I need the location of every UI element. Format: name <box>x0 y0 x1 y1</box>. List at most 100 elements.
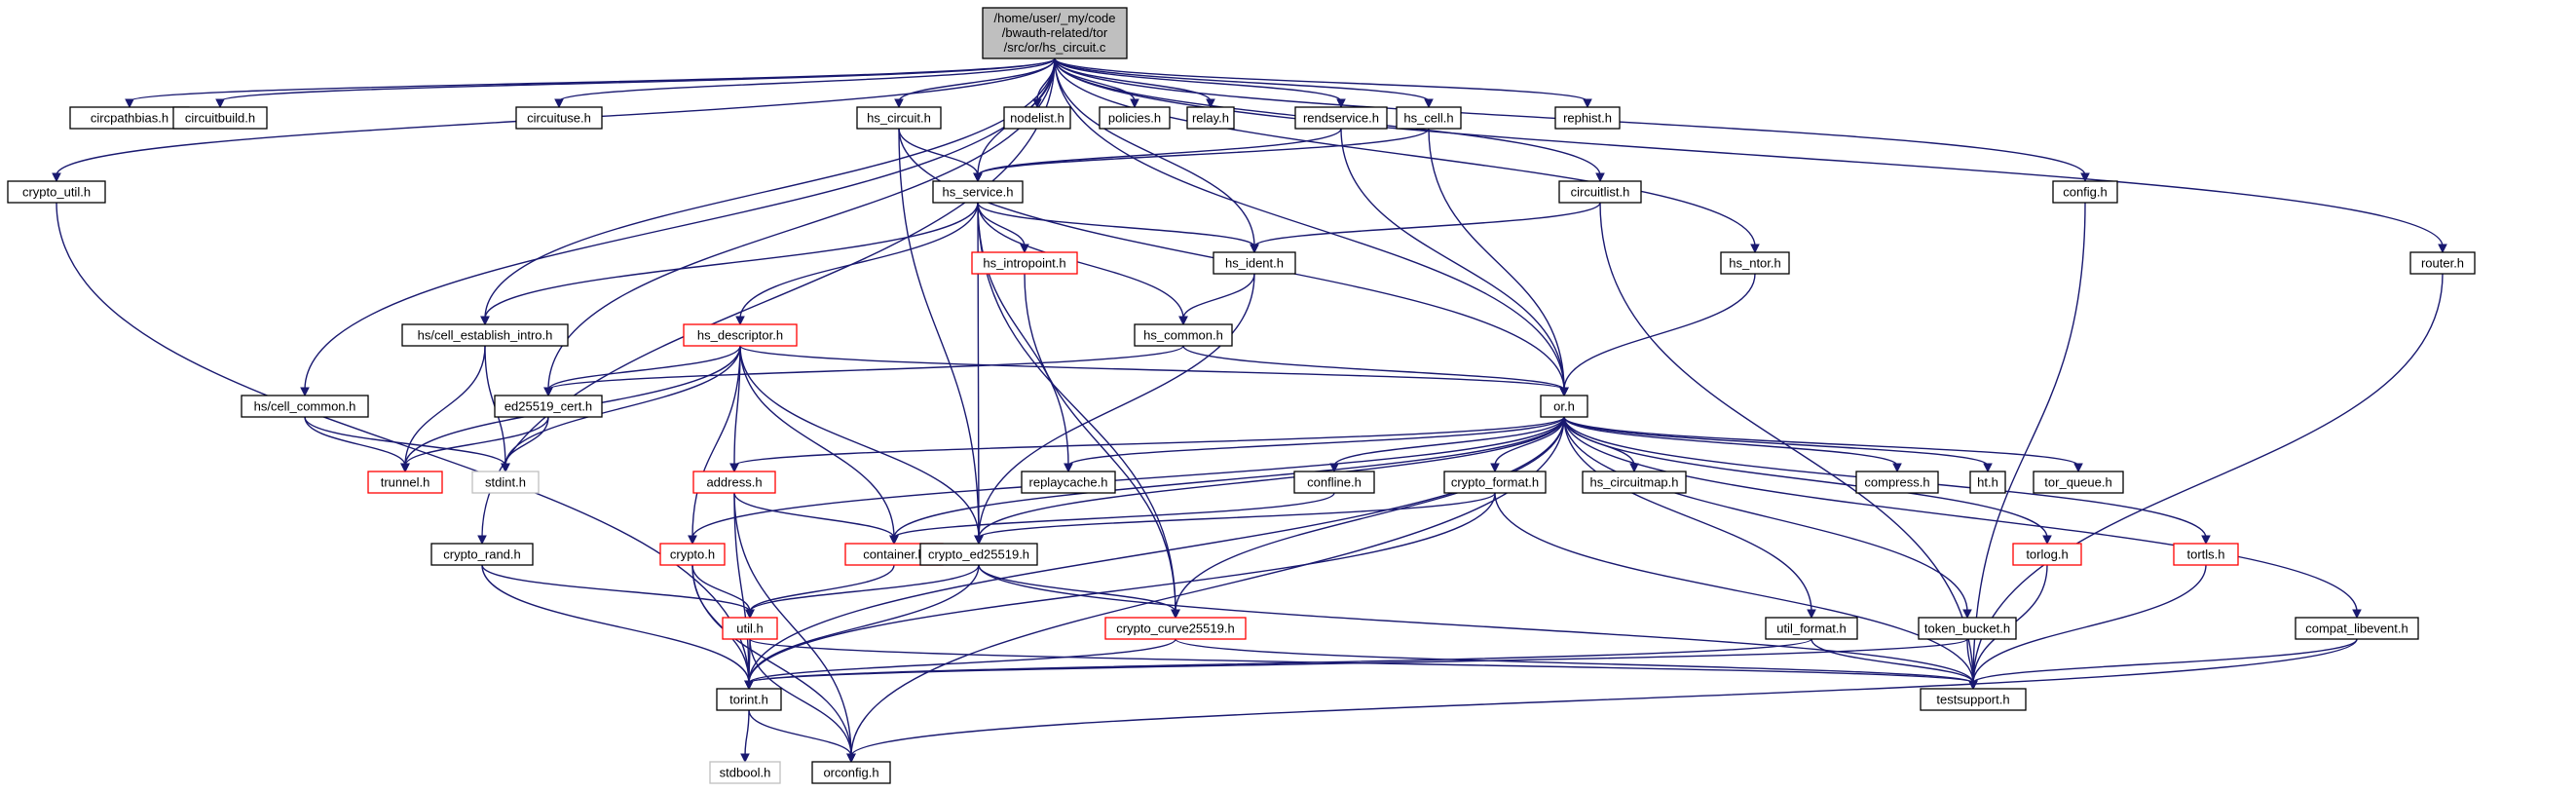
node-hs-cell-establish-intro[interactable]: hs/cell_establish_intro.h <box>401 323 569 347</box>
node-token-bucket[interactable]: token_bucket.h <box>1918 617 2017 640</box>
node-address[interactable]: address.h <box>692 471 776 494</box>
edge-confline-to-container <box>889 492 1335 546</box>
node-stdbool[interactable]: stdbool.h <box>709 761 781 784</box>
node-hs-ntor[interactable]: hs_ntor.h <box>1720 251 1790 275</box>
node-crypto-rand[interactable]: crypto_rand.h <box>430 543 534 566</box>
node-router[interactable]: router.h <box>2409 251 2476 275</box>
edge-token_bucket-to-torint <box>744 638 1968 691</box>
edge-util_format-to-torint <box>744 638 1812 691</box>
node-nodelist[interactable]: nodelist.h <box>1003 106 1071 130</box>
edge-util-to-testsupport <box>749 638 1978 691</box>
root-node-line-1: /home/user/_my/code <box>993 11 1115 25</box>
node-tortls[interactable]: tortls.h <box>2173 543 2239 566</box>
node-crypto-curve25519[interactable]: crypto_curve25519.h <box>1104 617 1247 640</box>
node-hs-intropoint[interactable]: hs_intropoint.h <box>971 251 1078 275</box>
node-label: util.h <box>736 622 763 636</box>
edge-rendservice-to-or <box>1340 128 1569 397</box>
edge-or-to-address <box>729 416 1565 473</box>
edge-hs_service-to-hs_descriptor <box>735 202 979 326</box>
node-label: confline.h <box>1307 475 1362 490</box>
node-circpathbias[interactable]: circpathbias.h <box>69 106 190 130</box>
node-hs-common[interactable]: hs_common.h <box>1134 323 1233 347</box>
node-label: address.h <box>706 475 762 490</box>
edge-root-to-circuituse <box>554 57 1056 109</box>
edge-util_format-to-testsupport <box>1811 638 1978 691</box>
edge-root-to-rendservice <box>1054 57 1346 109</box>
node-label: hs_cell.h <box>1403 111 1453 126</box>
node-ed25519-cert[interactable]: ed25519_cert.h <box>494 395 603 418</box>
node-compress[interactable]: compress.h <box>1855 471 1939 494</box>
node-trunnel[interactable]: trunnel.h <box>367 471 443 494</box>
node-hs-ident[interactable]: hs_ident.h <box>1213 251 1296 275</box>
node-crypto-format[interactable]: crypto_format.h <box>1443 471 1547 494</box>
edge-root-to-router <box>1054 57 2447 254</box>
node-ht[interactable]: ht.h <box>1969 471 2006 494</box>
node-config[interactable]: config.h <box>2052 180 2118 204</box>
node-torlog[interactable]: torlog.h <box>2012 543 2082 566</box>
node-label: torint.h <box>729 693 768 707</box>
node-label: crypto_util.h <box>22 185 91 200</box>
edge-root-to-rephist <box>1054 57 1592 109</box>
edge-circuitlist-to-testsupport <box>1599 202 1978 691</box>
node-hs-circuit[interactable]: hs_circuit.h <box>856 106 942 130</box>
node-label: hs_circuitmap.h <box>1589 475 1678 490</box>
node-label: rendservice.h <box>1303 111 1379 126</box>
edge-or-to-tor_queue <box>1563 416 2083 473</box>
node-util[interactable]: util.h <box>722 617 778 640</box>
edge-ed25519_cert-to-trunnel <box>400 416 549 473</box>
edge-hs_cell_common-to-trunnel <box>304 416 410 473</box>
node-label: stdint.h <box>485 475 526 490</box>
node-circuitlist[interactable]: circuitlist.h <box>1558 180 1642 204</box>
node-hs-cell-common[interactable]: hs/cell_common.h <box>241 395 369 418</box>
node-confline[interactable]: confline.h <box>1293 471 1375 494</box>
edge-root-to-hs_ntor <box>1054 57 1760 254</box>
edge-torint-to-stdbool <box>740 709 750 764</box>
node-stdint[interactable]: stdint.h <box>471 471 540 494</box>
edge-torint-to-orconfig <box>748 709 856 764</box>
node-orconfig[interactable]: orconfig.h <box>811 761 891 784</box>
edge-circuitlist-to-hs_ident <box>1250 202 1601 254</box>
node-crypto-ed25519[interactable]: crypto_ed25519.h <box>919 543 1038 566</box>
node-layer: /home/user/_my/code /bwauth-related/tor … <box>7 7 2476 784</box>
node-testsupport[interactable]: testsupport.h <box>1920 688 2027 711</box>
node-rephist[interactable]: rephist.h <box>1554 106 1621 130</box>
node-hs-descriptor[interactable]: hs_descriptor.h <box>683 323 798 347</box>
node-relay[interactable]: relay.h <box>1186 106 1235 130</box>
node-crypto[interactable]: crypto.h <box>659 543 726 566</box>
node-crypto-util[interactable]: crypto_util.h <box>7 180 106 204</box>
edge-hs_descriptor-to-ed25519_cert <box>543 345 741 397</box>
root-node-hs-circuit-c[interactable]: /home/user/_my/code /bwauth-related/tor … <box>982 7 1128 59</box>
edge-or-to-replaycache <box>1064 416 1565 473</box>
edge-hs_service-to-replaycache <box>977 202 1073 473</box>
node-policies[interactable]: policies.h <box>1099 106 1171 130</box>
node-label: circpathbias.h <box>91 111 168 126</box>
node-circuituse[interactable]: circuituse.h <box>515 106 603 130</box>
node-label: circuitbuild.h <box>185 111 255 126</box>
node-compat-libevent[interactable]: compat_libevent.h <box>2295 617 2419 640</box>
node-util-format[interactable]: util_format.h <box>1765 617 1858 640</box>
edge-or-to-crypto <box>688 416 1565 546</box>
node-hs-cell[interactable]: hs_cell.h <box>1396 106 1462 130</box>
edge-or-to-orconfig <box>846 416 1565 764</box>
node-label: tor_queue.h <box>2044 475 2111 490</box>
edge-root-to-hs_circuit <box>894 57 1056 109</box>
root-node-line-2: /bwauth-related/tor <box>1002 25 1108 40</box>
node-label: relay.h <box>1192 111 1229 126</box>
node-label: hs_service.h <box>943 185 1014 200</box>
node-circuitbuild[interactable]: circuitbuild.h <box>172 106 268 130</box>
edge-hs_descriptor-to-container <box>739 345 899 546</box>
node-hs-circuitmap[interactable]: hs_circuitmap.h <box>1582 471 1687 494</box>
node-or[interactable]: or.h <box>1540 395 1588 418</box>
node-rendservice[interactable]: rendservice.h <box>1294 106 1388 130</box>
edge-or-to-torlog <box>1563 416 2052 546</box>
node-replaycache[interactable]: replaycache.h <box>1021 471 1116 494</box>
node-label: hs/cell_common.h <box>254 399 356 414</box>
node-label: ht.h <box>1977 475 1998 490</box>
node-hs-service[interactable]: hs_service.h <box>932 180 1024 204</box>
edge-crypto_util-to-torint <box>56 202 754 691</box>
node-torint[interactable]: torint.h <box>716 688 782 711</box>
edge-container-to-util <box>745 564 895 620</box>
edge-hs_common-to-ed25519_cert <box>543 345 1184 397</box>
node-label: router.h <box>2421 256 2464 271</box>
node-tor-queue[interactable]: tor_queue.h <box>2033 471 2124 494</box>
